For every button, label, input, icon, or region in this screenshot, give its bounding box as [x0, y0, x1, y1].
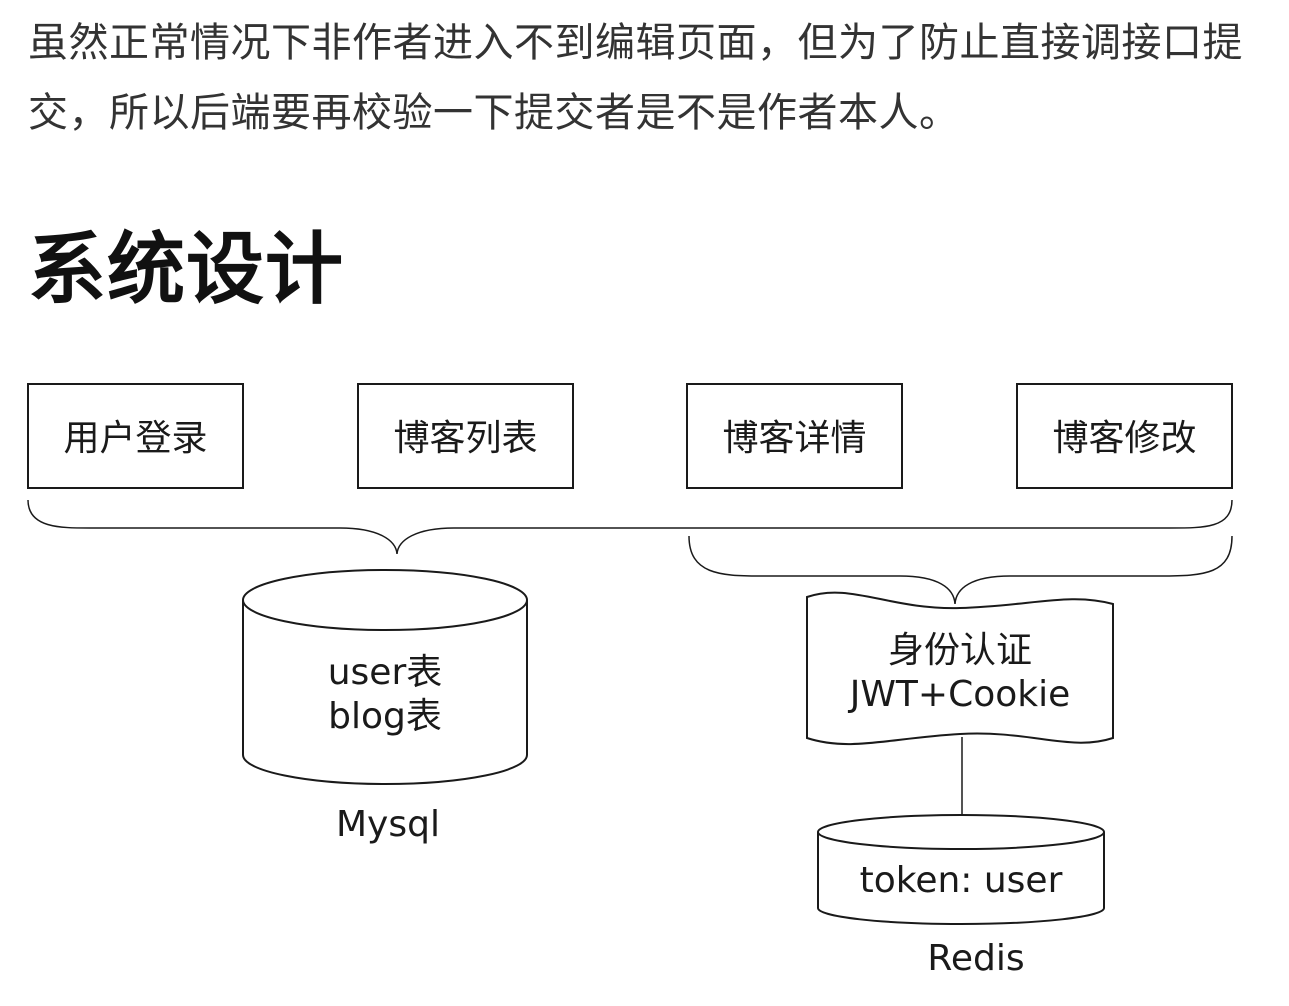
- module-blog-list: 博客列表: [357, 383, 574, 489]
- module-blog-edit: 博客修改: [1016, 383, 1233, 489]
- redis-content: token: user: [860, 860, 1063, 901]
- module-label: 博客列表: [393, 418, 537, 459]
- mysql-table-blog: blog表: [328, 696, 442, 737]
- redis-database: token: user: [817, 814, 1105, 925]
- auth-method: JWT+Cookie: [848, 674, 1071, 715]
- intro-paragraph: 虽然正常情况下非作者进入不到编辑页面，但为了防止直接调接口提交，所以后端要再校验…: [28, 20, 1243, 136]
- mysql-caption: Mysql: [336, 804, 440, 845]
- brace-all-modules: [27, 499, 1233, 555]
- module-user-login: 用户登录: [27, 383, 244, 489]
- module-label: 博客修改: [1052, 418, 1196, 459]
- mysql-database: user表 blog表: [242, 569, 528, 785]
- module-blog-detail: 博客详情: [686, 383, 903, 489]
- auth-title: 身份认证: [888, 630, 1032, 671]
- auth-document: 身份认证 JWT+Cookie: [806, 591, 1114, 746]
- module-label: 博客详情: [722, 418, 866, 459]
- brace-auth-modules: [688, 535, 1233, 605]
- module-label: 用户登录: [63, 418, 207, 459]
- redis-caption: Redis: [927, 938, 1024, 979]
- section-heading: 系统设计: [28, 225, 345, 315]
- mysql-table-user: user表: [328, 652, 443, 693]
